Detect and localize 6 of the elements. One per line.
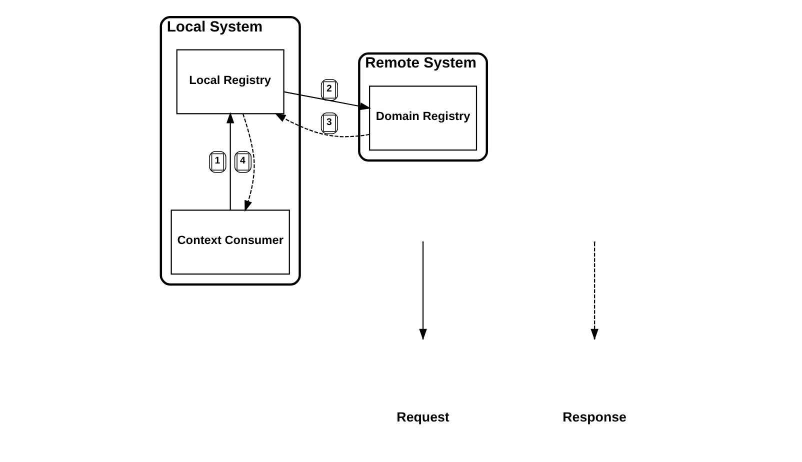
edge-label: 3 [326, 117, 332, 128]
edge-label: 1 [214, 156, 220, 167]
legend-label: Request [396, 409, 449, 424]
edge-label: 2 [326, 84, 332, 95]
edge-label: 4 [239, 156, 245, 167]
legend-label: Response [562, 409, 626, 424]
